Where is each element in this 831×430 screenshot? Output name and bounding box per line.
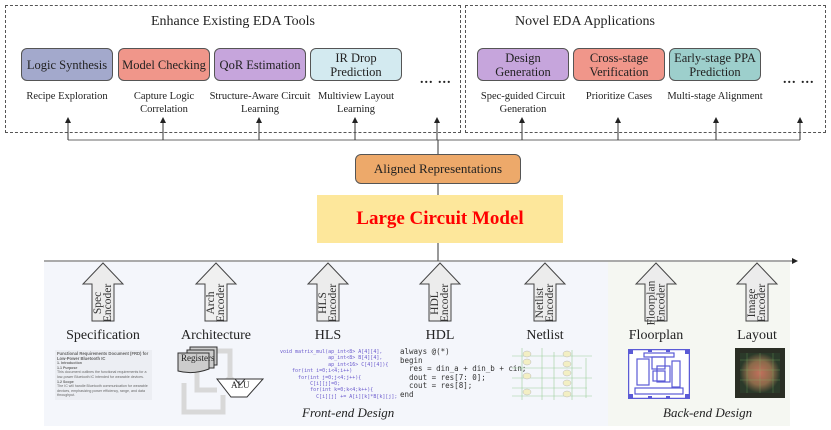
- floorplan-graphic: [628, 349, 690, 399]
- stage-name-5: Floorplan: [628, 328, 684, 343]
- spec-doc-p2: The IC will handle Bluetooth communicati…: [57, 384, 148, 398]
- aligned-representations: Aligned Representations: [355, 154, 521, 184]
- up-arrow-icon: [523, 262, 567, 322]
- enhance-task-1: Model Checking: [118, 48, 210, 81]
- up-arrow-icon: [735, 262, 779, 322]
- hls-code: void matrix_mul(ap_int<8> A[4][4], ap_in…: [280, 349, 398, 400]
- enhance-task-desc-1: Capture Logic Correlation: [133, 91, 195, 115]
- novel-group: [465, 5, 826, 133]
- stage-name-2: HLS: [314, 328, 342, 343]
- enhance-task-0: Logic Synthesis: [21, 48, 113, 81]
- enhance-task-2: QoR Estimation: [214, 48, 306, 81]
- large-circuit-model: Large Circuit Model: [317, 195, 563, 243]
- up-arrow-icon: [194, 262, 238, 322]
- up-arrow-icon: [306, 262, 350, 322]
- novel-task-2: Early-stage PPA Prediction: [669, 48, 761, 81]
- enhance-title: Enhance Existing EDA Tools: [150, 14, 316, 29]
- front-end-label: Front-end Design: [302, 405, 395, 420]
- novel-task-0: Design Generation: [477, 48, 569, 81]
- enhance-more: ... ...: [420, 72, 452, 87]
- up-arrow-icon: [81, 262, 125, 322]
- spec-doc-h2: 1.1 Purpose: [57, 365, 78, 370]
- novel-task-1: Cross-stage Verification: [573, 48, 665, 81]
- spec-doc-title: Functional Requirements Document (FRD) f…: [57, 351, 149, 361]
- spec-doc-p1: This document outlines the functional re…: [57, 370, 147, 379]
- registers-label: Registers: [181, 353, 215, 363]
- stage-name-4: Netlist: [526, 328, 564, 343]
- architecture-sketch: [177, 346, 265, 415]
- novel-more: ... ...: [783, 72, 815, 87]
- enhance-task-desc-0: Recipe Exploration: [26, 91, 108, 102]
- novel-task-desc-2: Multi-stage Alignment: [667, 91, 763, 102]
- enhance-task-3: IR Drop Prediction: [310, 48, 402, 81]
- novel-title: Novel EDA Applications: [515, 14, 655, 29]
- hdl-code: always @(*) begin res = din_a + din_b + …: [400, 347, 527, 399]
- top-bus: [65, 117, 803, 141]
- alu-label: ALU: [231, 380, 250, 390]
- enhance-group: [5, 5, 461, 133]
- layout-graphic: [735, 348, 785, 398]
- enhance-task-desc-2: Structure-Aware Circuit Learning: [209, 91, 311, 115]
- stage-name-1: Architecture: [181, 328, 251, 343]
- back-end-label: Back-end Design: [663, 405, 753, 420]
- stage-name-0: Specification: [66, 328, 140, 343]
- stage-name-6: Layout: [737, 328, 777, 343]
- netlist-graphic: [512, 348, 592, 400]
- stage-name-3: HDL: [425, 328, 455, 343]
- up-arrow-icon: [418, 262, 462, 322]
- novel-task-desc-1: Prioritize Cases: [585, 91, 653, 102]
- spec-doc-h1: 1. Introduction: [57, 361, 82, 366]
- up-arrow-icon: [634, 262, 678, 322]
- enhance-task-desc-3: Multiview Layout Learning: [317, 91, 395, 115]
- spec-doc-h3: 1.2 Scope: [57, 379, 74, 384]
- novel-task-desc-0: Spec-guided Circuit Generation: [480, 91, 566, 115]
- spec-document: Functional Requirements Document (FRD) f…: [55, 350, 152, 400]
